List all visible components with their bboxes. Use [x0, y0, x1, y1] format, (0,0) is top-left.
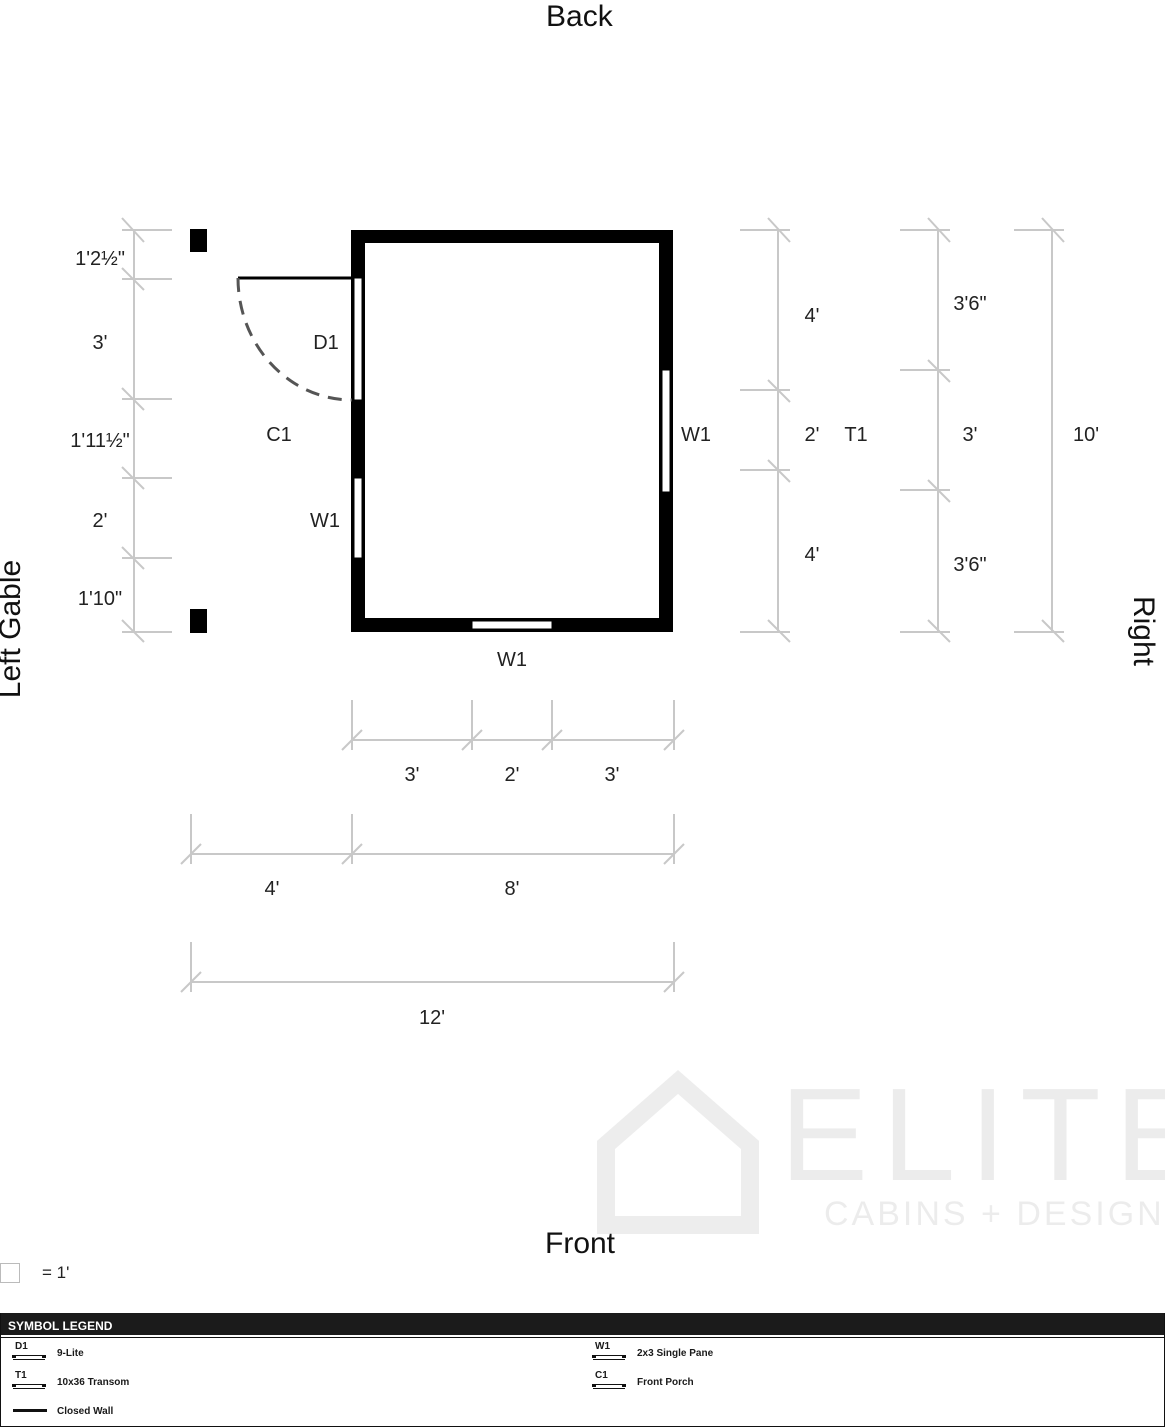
bottom-dim-row1: 3' — [405, 764, 420, 786]
watermark-tagline: CABINS + DESIGN — [824, 1195, 1165, 1233]
scale-text: = 1' — [42, 1263, 70, 1282]
dimension-lines — [121, 217, 1065, 993]
right-inner-dim: 4' — [805, 544, 820, 566]
porch-post-back — [190, 229, 207, 252]
left-dim: 2' — [93, 510, 108, 532]
door-d1 — [353, 277, 363, 401]
window-symbol-icon: D1 — [1, 1341, 46, 1365]
window-w1-front — [471, 620, 553, 630]
legend-title: SYMBOL LEGEND — [1, 1313, 1164, 1335]
legend-body: D1 9-Lite W1 2x3 Single Pane T1 10x36 Tr… — [1, 1335, 1164, 1428]
window-right-tag: W1 — [681, 424, 711, 446]
window-left-tag: W1 — [310, 510, 340, 532]
left-dim: 3' — [93, 332, 108, 354]
legend-item-d1: D1 9-Lite — [1, 1341, 84, 1365]
watermark-brand: ELITE — [780, 1061, 1165, 1208]
bottom-dim-row2: 4' — [265, 878, 280, 900]
porch-tag: C1 — [266, 424, 292, 446]
left-dim: 1'11½" — [70, 430, 129, 452]
window-symbol-icon: W1 — [581, 1341, 626, 1365]
bottom-dim-row1: 2' — [505, 764, 520, 786]
symbol-legend: SYMBOL LEGEND D1 9-Lite W1 2x3 Single Pa… — [0, 1313, 1165, 1427]
legend-code: C1 — [595, 1370, 608, 1381]
right-total-dim: 10' — [1073, 424, 1099, 446]
back-label: Back — [546, 0, 613, 33]
right-mid-dim: 3'6" — [953, 554, 986, 576]
elite-watermark: ELITE CABINS + DESIGN — [597, 1061, 1165, 1234]
legend-code: T1 — [15, 1370, 27, 1381]
legend-code: W1 — [595, 1341, 610, 1352]
window-w1-right — [661, 369, 671, 493]
left-dim: 1'10" — [78, 588, 122, 610]
porch-post-front — [190, 609, 207, 633]
legend-label: Closed Wall — [57, 1405, 114, 1417]
right-mid-dim: 3'6" — [953, 293, 986, 315]
window-front-tag: W1 — [497, 649, 527, 671]
legend-label: 2x3 Single Pane — [637, 1347, 714, 1359]
legend-label: 9-Lite — [57, 1347, 84, 1359]
transom-tag: T1 — [844, 424, 867, 446]
window-w1-left — [353, 477, 363, 559]
legend-item-w1: W1 2x3 Single Pane — [581, 1341, 713, 1365]
scale-key: = 1' — [0, 1262, 69, 1284]
legend-label: 10x36 Transom — [57, 1376, 130, 1388]
house-logo-icon — [597, 1070, 759, 1234]
right-mid-dim: 3' — [963, 424, 978, 446]
grid-square-icon — [0, 1263, 20, 1283]
legend-label: Front Porch — [637, 1376, 694, 1388]
right-inner-dim: 4' — [805, 305, 820, 327]
bottom-dim-row2: 8' — [505, 878, 520, 900]
right-inner-dim: 2' — [805, 424, 820, 446]
legend-item-closed-wall: Closed Wall — [1, 1399, 113, 1423]
window-symbol-icon: C1 — [581, 1370, 626, 1394]
front-label: Front — [545, 1227, 616, 1260]
window-symbol-icon: T1 — [1, 1370, 46, 1394]
legend-item-c1: C1 Front Porch — [581, 1370, 694, 1394]
legend-item-t1: T1 10x36 Transom — [1, 1370, 129, 1394]
door-swing — [236, 276, 353, 402]
bottom-dim-row1: 3' — [605, 764, 620, 786]
legend-code: D1 — [15, 1341, 28, 1352]
wall-line-icon — [1, 1399, 47, 1423]
left-dim: 1'2½" — [75, 248, 125, 270]
bottom-total-dim: 12' — [419, 1007, 445, 1029]
floor-plan: ELITE CABINS + DESIGN — [70, 217, 1165, 1234]
door-tag: D1 — [313, 332, 339, 354]
cabin-walls — [351, 230, 673, 632]
